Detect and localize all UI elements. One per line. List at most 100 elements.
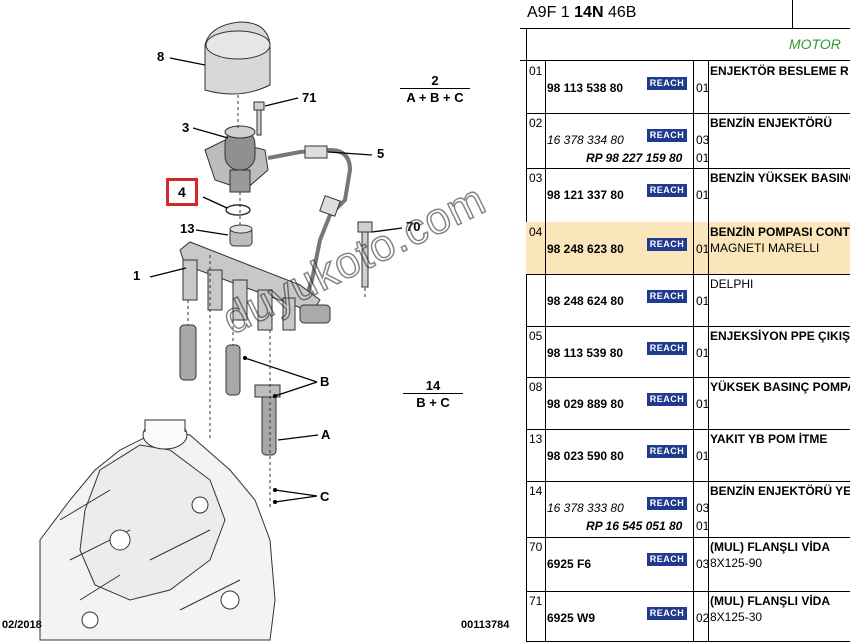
quantity: 02: [696, 611, 710, 625]
quantity: 01: [696, 294, 710, 308]
quantity: 01: [696, 449, 710, 463]
part-description: (MUL) FLANŞLI VİDA: [710, 540, 830, 554]
column-divider: [545, 61, 546, 113]
column-divider: [708, 429, 709, 481]
column-divider: [708, 326, 709, 377]
part-description: BENZİN YÜKSEK BASINC: [710, 171, 850, 185]
reach-badge: REACH: [647, 342, 687, 355]
column-divider: [693, 377, 694, 429]
fraction-bottom: B + C: [403, 393, 463, 410]
column-divider: [693, 113, 694, 168]
model-prefix: A9F 1: [527, 4, 570, 21]
section-title: MOTOR: [789, 36, 841, 52]
position-number: 70: [529, 540, 543, 554]
reach-badge: REACH: [647, 129, 687, 142]
diagram-date: 02/2018: [2, 619, 42, 631]
part-number[interactable]: 16 378 334 80: [547, 133, 624, 147]
column-divider: [545, 537, 546, 591]
part-number[interactable]: 98 121 337 80: [547, 188, 624, 202]
position-number: 08: [529, 380, 543, 394]
fraction-top: 14: [425, 378, 441, 393]
part-description: (MUL) FLANŞLI VİDA: [710, 594, 830, 608]
column-divider: [693, 429, 694, 481]
position-number: 13: [529, 432, 543, 446]
part-number[interactable]: RP 16 545 051 80: [586, 519, 683, 533]
part-description: YÜKSEK BASINÇ POMPA: [710, 380, 850, 394]
part-description: ENJEKSİYON PPE ÇIKIŞ: [710, 329, 850, 343]
callout-C: C: [320, 489, 330, 504]
quantity: 01: [696, 81, 710, 95]
part-number[interactable]: 98 029 889 80: [547, 397, 624, 411]
quantity: 03: [696, 501, 710, 515]
part-number[interactable]: 98 248 624 80: [547, 294, 624, 308]
view-fraction-14: 14 B + C: [403, 378, 463, 410]
column-divider: [545, 326, 546, 377]
position-number: 14: [529, 484, 543, 498]
position-number: 01: [529, 64, 543, 78]
column-divider: [693, 222, 694, 274]
model-bold: 14N: [574, 4, 604, 21]
column-divider: [708, 168, 709, 222]
position-number: 71: [529, 594, 543, 608]
column-divider: [545, 429, 546, 481]
table-header: A9F 1 14N 46B: [520, 0, 850, 29]
reach-badge: REACH: [647, 497, 687, 510]
part-description: YAKIT YB POM İTME: [710, 432, 828, 446]
part-number[interactable]: 6925 F6: [547, 557, 592, 571]
part-number[interactable]: 98 113 538 80: [547, 81, 624, 95]
column-divider: [545, 591, 546, 641]
column-divider: [545, 274, 546, 326]
column-divider: [708, 537, 709, 591]
quantity: 01: [696, 519, 710, 533]
fraction-top: 2: [431, 73, 439, 88]
column-divider: [693, 537, 694, 591]
part-description: MAGNETI MARELLI: [710, 241, 820, 255]
quantity: 01: [696, 151, 710, 165]
column-divider: [708, 113, 709, 168]
part-number[interactable]: 16 378 333 80: [547, 501, 624, 515]
exploded-parts-diagram: 8 71 3 5 4 13 70 1 B A C 2 A + B + C 14 …: [2, 21, 509, 641]
part-description: BENZİN ENJEKTÖRÜ YE: [710, 484, 850, 498]
table-row: 14 16 378 333 80 REACH 03 RP 16 545 051 80 01…: [526, 481, 850, 538]
reach-badge: REACH: [647, 553, 687, 566]
part-number[interactable]: 98 023 590 80: [547, 449, 624, 463]
part-number[interactable]: RP 98 227 159 80: [586, 151, 683, 165]
position-number: 03: [529, 171, 543, 185]
part-number[interactable]: 6925 W9: [547, 611, 596, 625]
header-divider: [792, 0, 793, 28]
quantity: 01: [696, 397, 710, 411]
callout-3: 3: [182, 120, 190, 135]
section-row: MOTOR: [520, 28, 850, 61]
reach-badge: REACH: [647, 607, 687, 620]
quantity: 03: [696, 133, 710, 147]
reach-badge: REACH: [647, 445, 687, 458]
part-number[interactable]: 98 113 539 80: [547, 346, 624, 360]
part-number[interactable]: 98 248 623 80: [547, 242, 624, 256]
callout-B: B: [320, 374, 330, 389]
quantity: 01: [696, 188, 710, 202]
reach-badge: REACH: [647, 393, 687, 406]
column-divider: [708, 222, 709, 274]
reach-badge: REACH: [647, 184, 687, 197]
view-fraction-2: 2 A + B + C: [400, 73, 470, 105]
callout-4-highlighted: 4: [166, 178, 198, 206]
quantity: 03: [696, 557, 710, 571]
reach-badge: REACH: [647, 290, 687, 303]
column-divider: [693, 591, 694, 641]
callout-71: 71: [302, 90, 317, 105]
quantity: 01: [696, 346, 710, 360]
reach-badge: REACH: [647, 77, 687, 90]
callout-8: 8: [157, 49, 165, 64]
column-divider: [545, 377, 546, 429]
quantity: 01: [696, 242, 710, 256]
table-left-border: [526, 28, 527, 641]
column-divider: [693, 168, 694, 222]
part-description: BENZİN ENJEKTÖRÜ: [710, 116, 833, 130]
part-description: ENJEKTÖR BESLEME R: [710, 64, 849, 78]
